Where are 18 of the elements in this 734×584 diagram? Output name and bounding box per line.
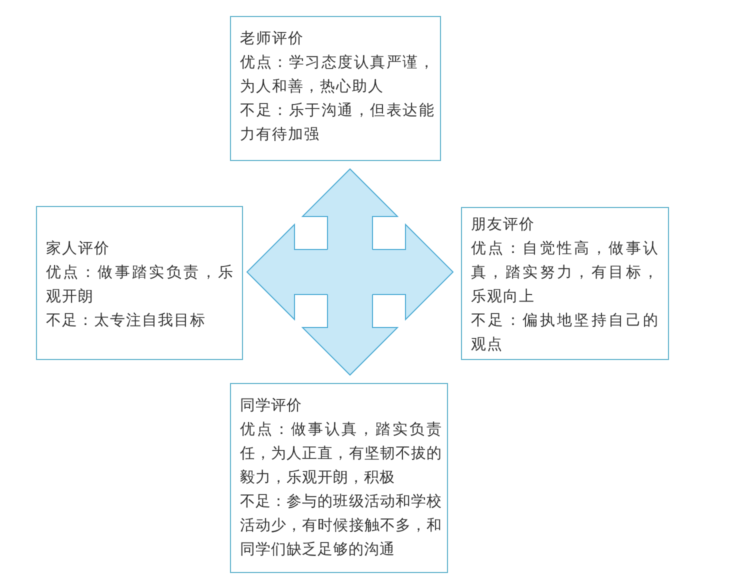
evaluation-text: 不足：偏执地坚持自己的观点 xyxy=(471,311,659,355)
evaluation-heading: 同学评价 xyxy=(240,396,302,416)
evaluation-heading: 朋友评价 xyxy=(471,215,535,235)
wide-arrow xyxy=(302,168,398,376)
text-box xyxy=(461,207,669,360)
evaluation-text: 优点：学习态度认真严谨，为人和善，热心助人 xyxy=(240,53,435,97)
evaluation-text: 不足：参与的班级活动和学校活动少，有时候接触不多，和同学们缺乏足够的沟通 xyxy=(240,492,442,560)
evaluation-text: 优点：做事踏实负责，乐观开朗 xyxy=(46,263,234,307)
evaluation-text: 不足：太专注自我目标 xyxy=(46,311,206,331)
wide-arrow xyxy=(246,224,454,320)
text-box xyxy=(36,206,243,360)
text-box xyxy=(230,383,448,573)
text-box xyxy=(230,16,441,161)
evaluation-text: 优点：自觉性高，做事认真，踏实努力，有目标，乐观向上 xyxy=(471,239,659,307)
evaluation-text: 优点：做事认真，踏实负责任，为人正直，有坚韧不拔的毅力，乐观开朗，积极 xyxy=(240,420,442,488)
evaluation-heading: 家人评价 xyxy=(46,239,110,259)
evaluation-text: 不足：乐于沟通，但表达能力有待加强 xyxy=(240,101,435,145)
evaluation-heading: 老师评价 xyxy=(240,29,304,49)
